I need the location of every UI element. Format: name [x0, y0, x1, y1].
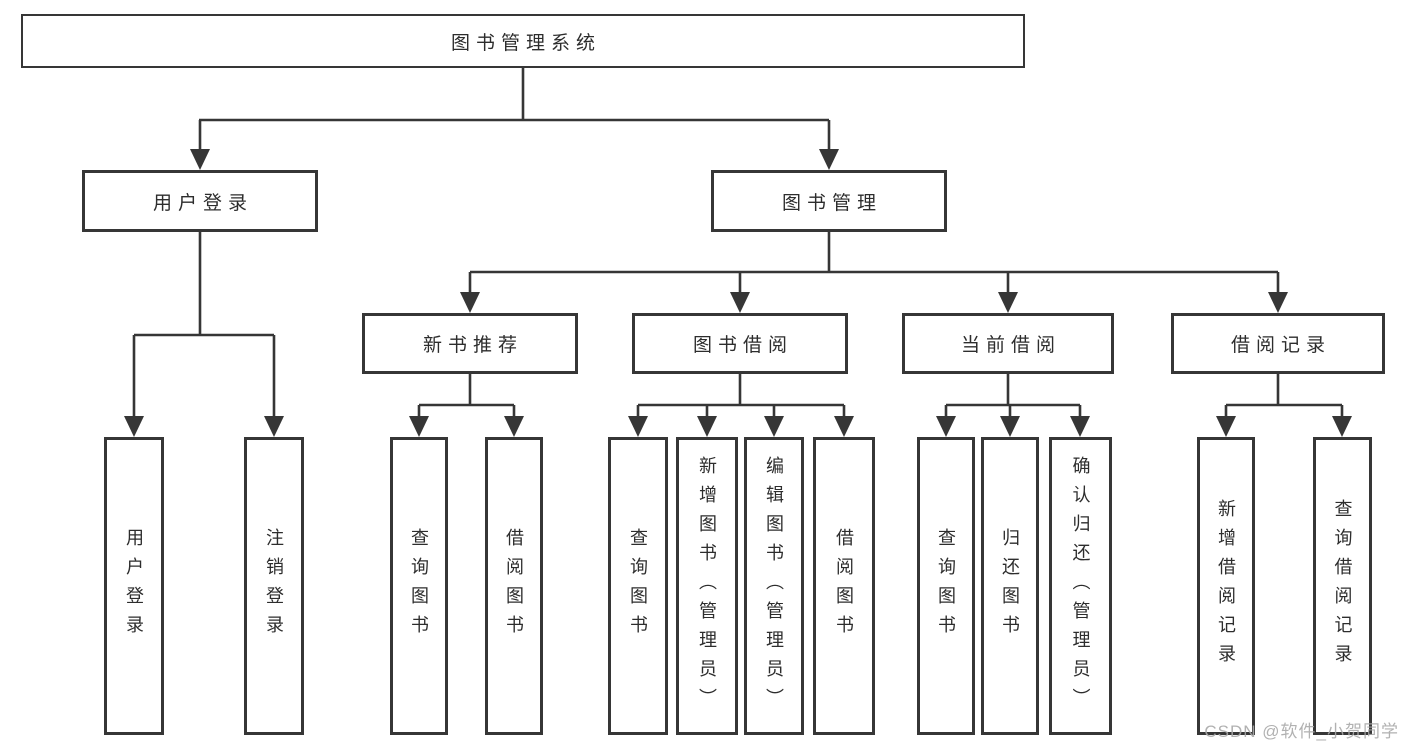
connector-root-to-level2: [190, 68, 839, 170]
node-label: 图书借阅: [692, 335, 793, 356]
node-label: 新增图书（管理员）: [697, 455, 717, 717]
node-label: 新书推荐: [422, 335, 523, 356]
node-library-system: 图书管理系统: [21, 14, 1025, 68]
leaf-user-login: 用户登录: [104, 437, 164, 735]
node-book-management: 图书管理: [711, 170, 947, 232]
node-label: 查询图书: [936, 528, 956, 644]
node-label: 当前借阅: [960, 335, 1061, 356]
connector-bookborrow-to-leaves: [628, 374, 854, 437]
leaf-newbook-borrow-book: 借阅图书: [485, 437, 543, 735]
connector-userlogin-to-leaves: [124, 232, 284, 437]
leaf-return-book: 归还图书: [981, 437, 1039, 735]
node-label: 编辑图书（管理员）: [764, 455, 784, 717]
node-book-borrow: 图书借阅: [632, 313, 848, 374]
leaf-add-book-admin: 新增图书（管理员）: [676, 437, 738, 735]
leaf-borrow-query-book: 查询图书: [608, 437, 668, 735]
node-label: 查询借阅记录: [1332, 499, 1353, 673]
leaf-borrow-book: 借阅图书: [813, 437, 875, 735]
node-label: 借阅图书: [834, 528, 854, 644]
connector-borrowrecords-to-leaves: [1216, 374, 1352, 437]
node-label: 借阅记录: [1230, 335, 1331, 356]
node-borrow-records: 借阅记录: [1171, 313, 1385, 374]
leaf-add-borrow-record: 新增借阅记录: [1197, 437, 1255, 735]
node-current-borrow: 当前借阅: [902, 313, 1114, 374]
node-label: 确认归还（管理员）: [1070, 455, 1091, 717]
node-user-login: 用户登录: [82, 170, 318, 232]
node-label: 用户登录: [124, 528, 144, 644]
node-label: 图书管理系统: [450, 32, 601, 54]
csdn-watermark: CSDN @软件_小贺同学: [1204, 722, 1399, 741]
node-label: 查询图书: [628, 528, 648, 644]
node-label: 图书管理: [781, 192, 882, 214]
connector-bookmgmt-to-level3: [460, 232, 1288, 313]
node-label: 注销登录: [264, 528, 284, 644]
leaf-query-borrow-record: 查询借阅记录: [1313, 437, 1372, 735]
node-new-book-recommend: 新书推荐: [362, 313, 578, 374]
connector-currentborrow-to-leaves: [936, 374, 1090, 437]
leaf-edit-book-admin: 编辑图书（管理员）: [744, 437, 804, 735]
leaf-newbook-query-book: 查询图书: [390, 437, 448, 735]
node-label: 新增借阅记录: [1216, 499, 1236, 673]
node-label: 归还图书: [1000, 528, 1020, 644]
leaf-confirm-return-admin: 确认归还（管理员）: [1049, 437, 1112, 735]
leaf-current-query-book: 查询图书: [917, 437, 975, 735]
node-label: 借阅图书: [504, 528, 524, 644]
node-label: 用户登录: [152, 192, 253, 214]
connector-newbook-to-leaves: [409, 374, 524, 437]
leaf-logout: 注销登录: [244, 437, 304, 735]
node-label: 查询图书: [409, 528, 429, 644]
